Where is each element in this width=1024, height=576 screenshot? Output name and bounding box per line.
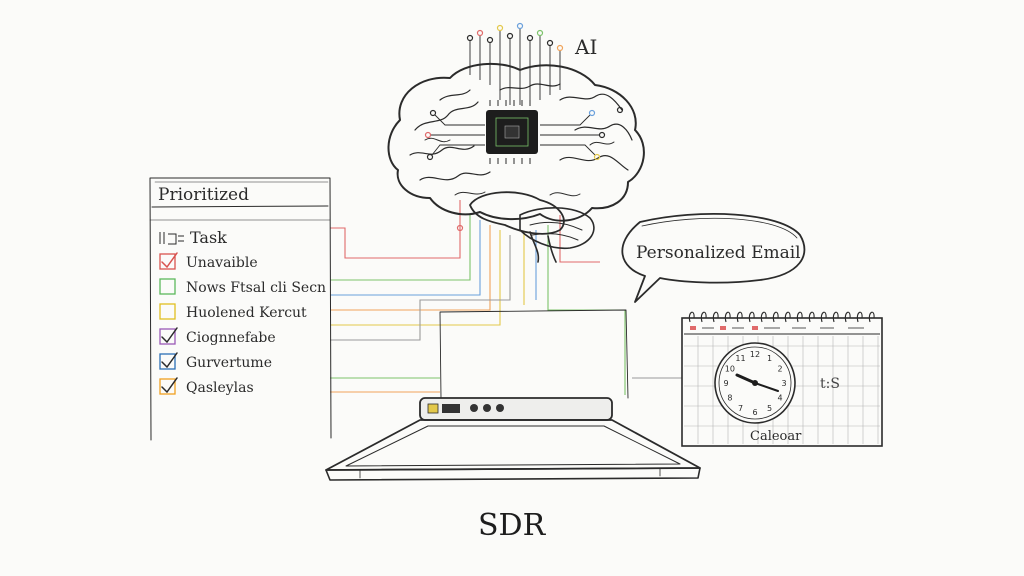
task-row: Qasleylas — [159, 377, 254, 396]
task-row-text: Gurvertume — [186, 355, 272, 371]
checkbox-icon — [159, 378, 176, 395]
calendar-header-marks — [690, 326, 864, 330]
check-mark-icon — [161, 352, 178, 369]
task-row-text: Unavaible — [186, 255, 258, 271]
task-row-text: Ciognnefabe — [186, 330, 276, 346]
task-header-icon — [159, 232, 184, 245]
check-mark-icon — [161, 327, 178, 344]
sdr-label: SDR — [478, 508, 547, 543]
personalized-email-label: Personalized Email — [636, 243, 801, 263]
check-mark-icon — [161, 377, 178, 394]
wire-green-1 — [330, 215, 471, 281]
task-header: Task — [190, 228, 227, 247]
chip-icon — [486, 100, 538, 164]
svg-text:9: 9 — [723, 379, 728, 388]
wire-gray-1 — [330, 235, 511, 341]
circuit-traces — [430, 28, 600, 156]
task-row: Gurvertume — [159, 352, 272, 371]
svg-text:3: 3 — [781, 379, 786, 388]
task-row: Nows Ftsal cli Secn — [159, 278, 326, 296]
calendar-label: Caleoar — [750, 429, 802, 444]
circuit-nodes — [424, 22, 624, 232]
laptop-icon — [325, 309, 701, 481]
svg-text:1: 1 — [767, 354, 772, 363]
task-row-text: Qasleylas — [186, 380, 254, 396]
task-row-text: Huolened Kercut — [186, 305, 307, 321]
checkbox-icon — [159, 353, 176, 370]
svg-text:7: 7 — [738, 404, 743, 413]
task-row: Huolened Kercut — [159, 303, 307, 321]
svg-text:8: 8 — [727, 394, 732, 403]
svg-text:10: 10 — [725, 365, 735, 374]
wire-yellow-1 — [330, 230, 501, 326]
task-row-text: Nows Ftsal cli Secn — [186, 280, 326, 296]
svg-text:12: 12 — [750, 350, 760, 359]
calendar-time-note: t:S — [820, 376, 840, 392]
checkbox-icon — [159, 278, 176, 295]
task-row: Unavaible — [159, 252, 258, 271]
task-list-rule — [149, 181, 331, 221]
task-list-frame — [149, 177, 332, 441]
task-list-title: Prioritized — [158, 185, 249, 205]
svg-text:5: 5 — [767, 404, 772, 413]
ai-label: AI — [574, 35, 597, 59]
svg-text:11: 11 — [735, 354, 745, 363]
wire-blue-1 — [330, 220, 481, 296]
svg-text:2: 2 — [778, 365, 783, 374]
wire-red-2 — [559, 215, 600, 263]
calendar-rings — [688, 311, 875, 323]
checkbox-icon — [159, 253, 176, 270]
checkbox-icon — [159, 328, 176, 345]
task-row: Ciognnefabe — [159, 327, 276, 346]
wire-orange-1 — [330, 225, 491, 311]
svg-text:6: 6 — [752, 408, 757, 417]
connection-wires — [330, 200, 682, 395]
wire-red-1 — [330, 200, 461, 259]
check-mark-icon — [161, 252, 178, 269]
speech-bubble-icon — [621, 213, 806, 303]
brain-icon — [387, 22, 645, 263]
checkbox-icon — [159, 303, 176, 320]
svg-text:4: 4 — [778, 394, 783, 403]
